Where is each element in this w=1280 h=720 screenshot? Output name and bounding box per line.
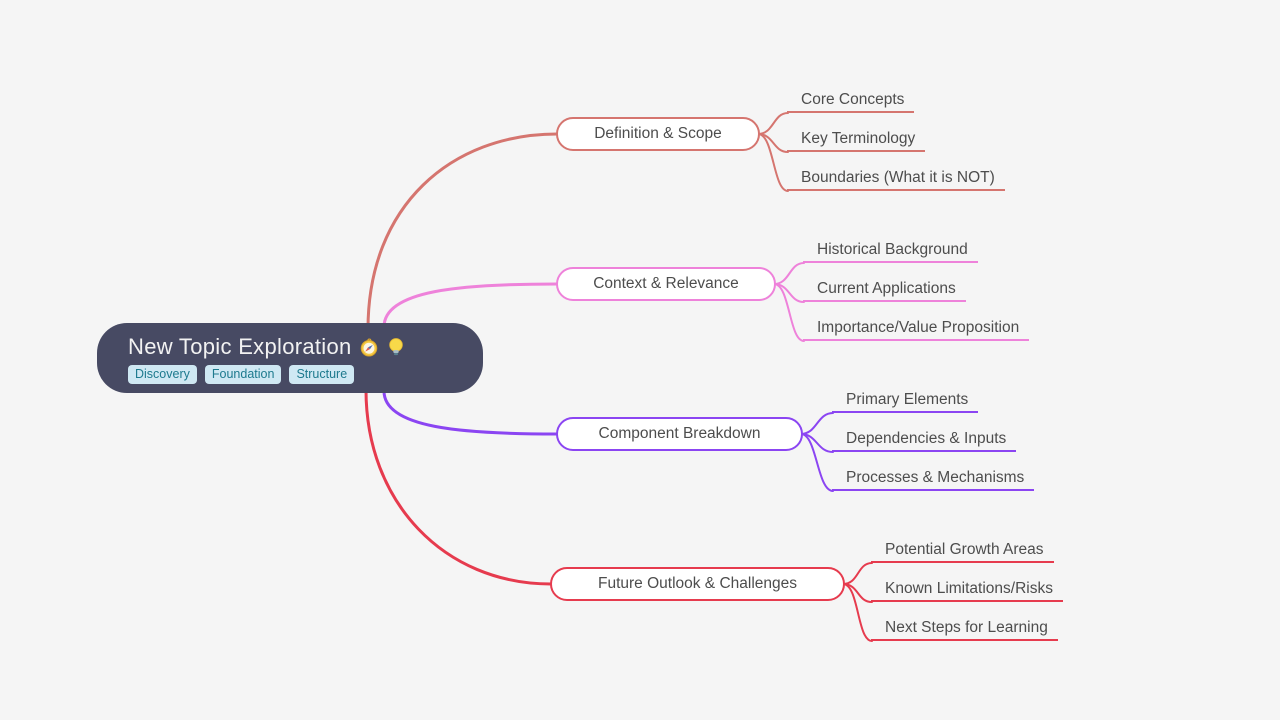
link-child bbox=[800, 433, 834, 492]
node-primary-elements[interactable]: Primary Elements bbox=[832, 390, 979, 413]
node-importance-value[interactable]: Importance/Value Proposition bbox=[803, 318, 1030, 341]
branch-future-outlook[interactable]: Future Outlook & Challenges bbox=[550, 567, 845, 601]
node-boundaries[interactable]: Boundaries (What it is NOT) bbox=[787, 168, 1005, 191]
root-tags: Discovery Foundation Structure bbox=[128, 365, 483, 384]
node-potential-growth[interactable]: Potential Growth Areas bbox=[871, 540, 1054, 563]
node-dependencies-inputs[interactable]: Dependencies & Inputs bbox=[832, 429, 1017, 452]
node-core-concepts[interactable]: Core Concepts bbox=[787, 90, 915, 113]
link-root-definition-scope bbox=[366, 132, 559, 331]
link-child bbox=[842, 562, 873, 585]
node-current-applications[interactable]: Current Applications bbox=[803, 279, 966, 302]
node-processes-mechanisms[interactable]: Processes & Mechanisms bbox=[832, 468, 1035, 491]
node-next-steps[interactable]: Next Steps for Learning bbox=[871, 618, 1058, 641]
node-known-limitations[interactable]: Known Limitations/Risks bbox=[871, 579, 1063, 602]
root-title-row: New Topic Exploration bbox=[128, 334, 483, 360]
branch-context-relevance[interactable]: Context & Relevance bbox=[556, 267, 776, 301]
tag-structure: Structure bbox=[289, 365, 355, 384]
node-key-terminology[interactable]: Key Terminology bbox=[787, 129, 926, 152]
link-root-future-outlook bbox=[364, 388, 553, 586]
root-title: New Topic Exploration bbox=[128, 334, 352, 359]
link-root-context-relevance bbox=[382, 282, 559, 329]
link-child bbox=[842, 583, 873, 642]
compass-icon bbox=[359, 337, 379, 357]
link-child bbox=[800, 412, 834, 435]
link-root-component-breakdown bbox=[382, 389, 559, 436]
tag-discovery: Discovery bbox=[128, 365, 197, 384]
link-child bbox=[757, 112, 789, 135]
root-node[interactable]: New Topic Exploration Discovery Foundati… bbox=[97, 323, 483, 393]
lightbulb-icon bbox=[386, 337, 406, 357]
branch-component-breakdown[interactable]: Component Breakdown bbox=[556, 417, 803, 451]
link-child bbox=[773, 262, 805, 285]
node-historical-background[interactable]: Historical Background bbox=[803, 240, 978, 263]
link-child bbox=[757, 133, 789, 192]
branch-definition-scope[interactable]: Definition & Scope bbox=[556, 117, 760, 151]
link-child bbox=[773, 283, 805, 342]
tag-foundation: Foundation bbox=[204, 365, 282, 384]
